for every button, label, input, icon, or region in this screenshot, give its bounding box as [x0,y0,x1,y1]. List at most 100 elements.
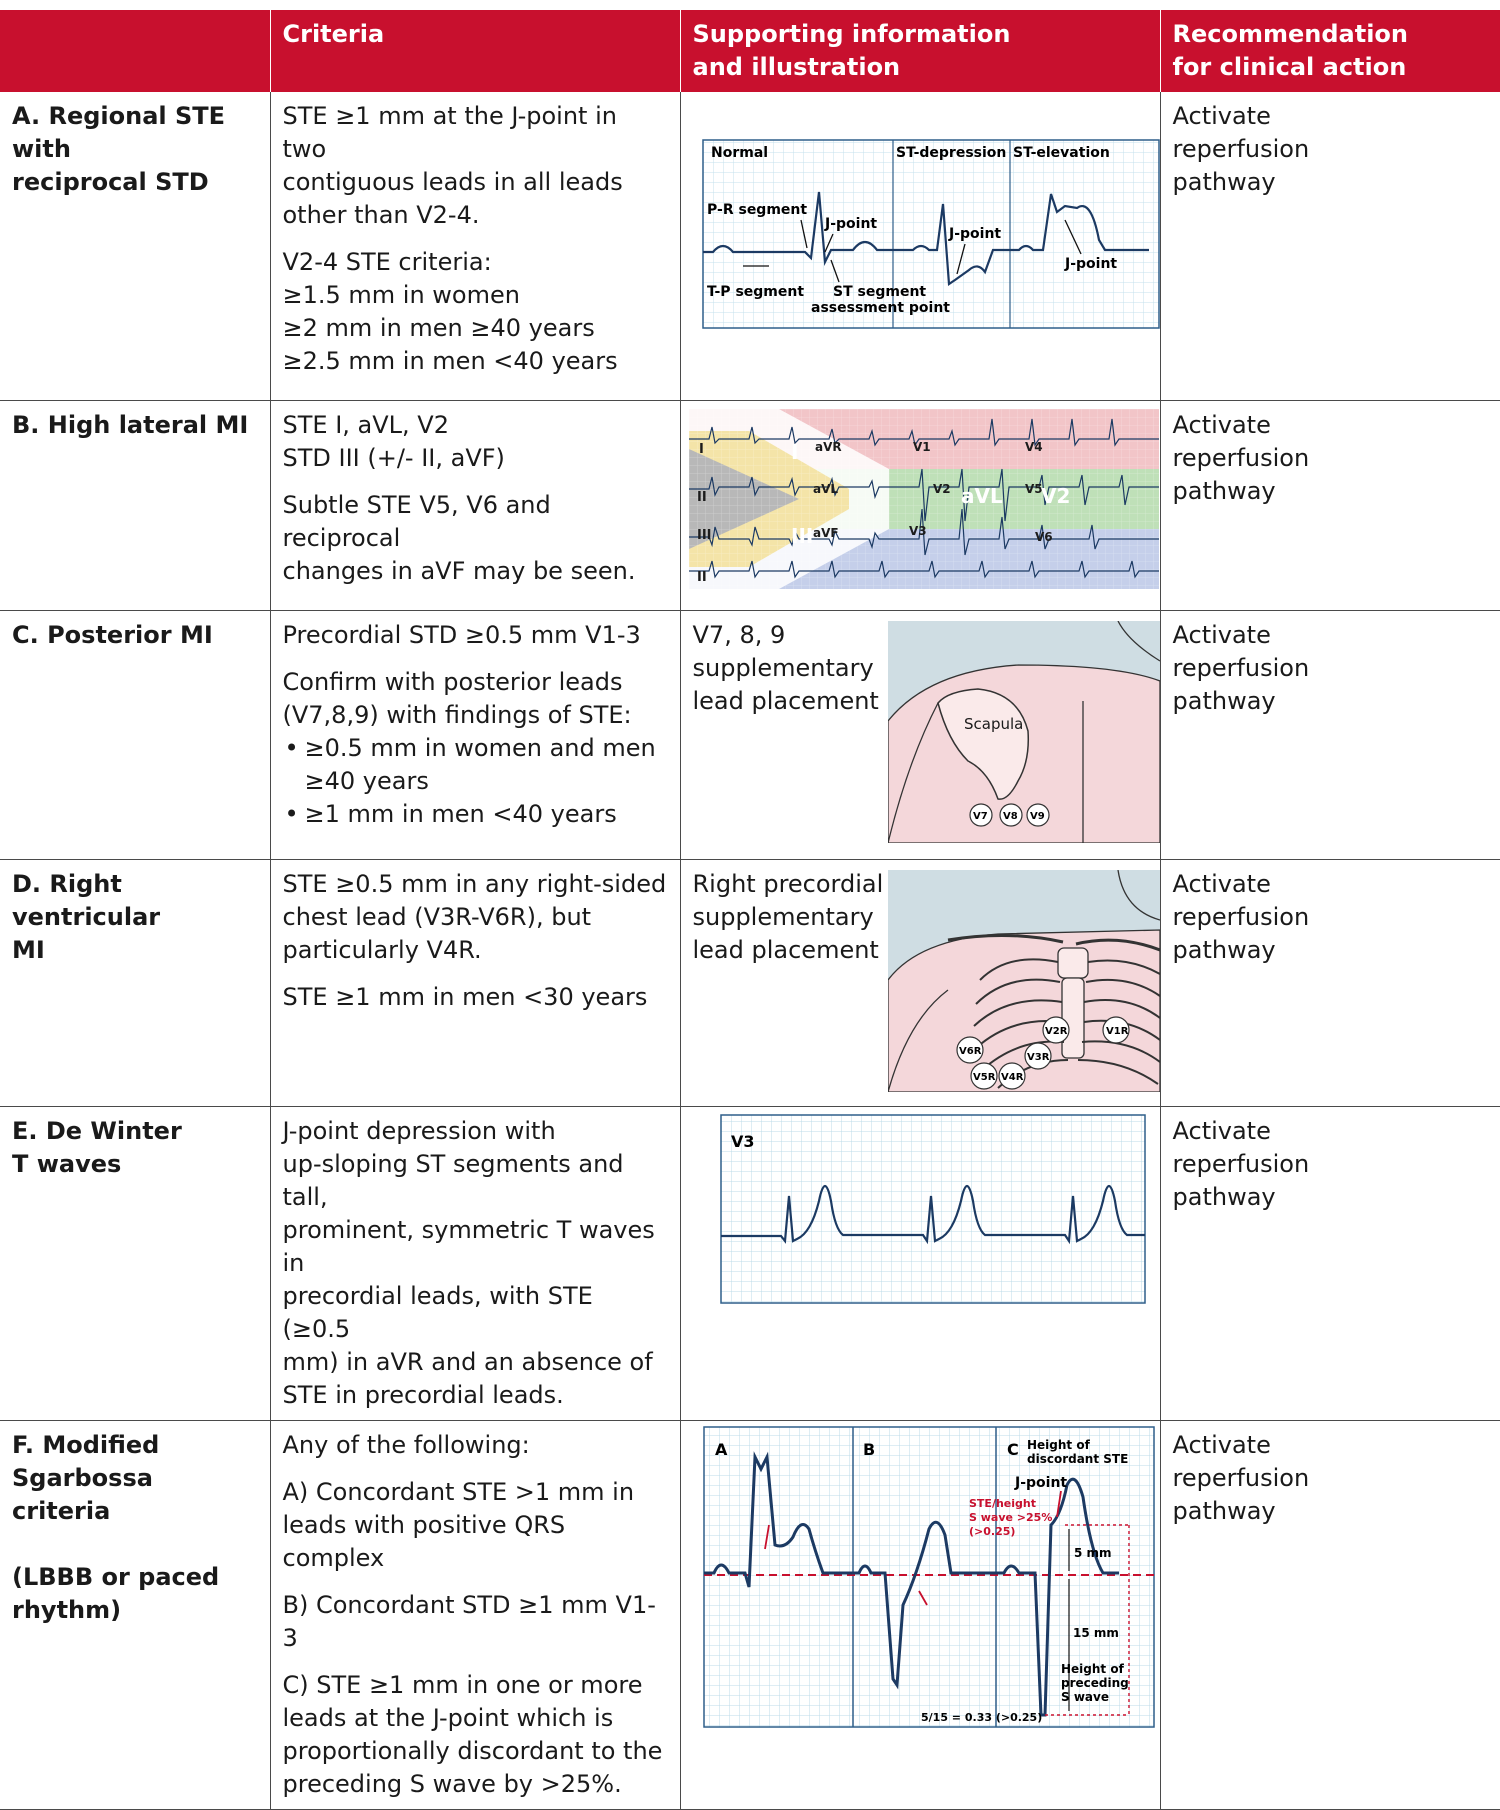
label-height-discordant-1: Height of [1027,1438,1091,1452]
lead-label-V5: V5 [1025,482,1043,496]
recommendation-line: pathway [1172,936,1276,964]
criteria-paragraph: STE ≥0.5 mm in any right-sided chest lea… [283,868,668,967]
criteria-paragraph: C) STE ≥1 mm in one or more leads at the… [283,1669,668,1801]
lead-label-III: III [697,528,712,543]
criteria-paragraph: STE ≥1 mm in men <30 years [283,981,668,1014]
criteria-line: prominent, symmetric T waves in [282,1216,655,1277]
caption-line: V7, 8, 9 [692,621,786,649]
label-pr-segment: P-R segment [707,202,807,218]
caption-line: lead placement [692,687,879,715]
label-height-preceding-1: Height of [1061,1662,1125,1676]
row-f-name-line: (LBBB or paced [12,1563,220,1591]
criteria-line: ≥2.5 mm in men <40 years [282,347,618,375]
label-tp-segment: T-P segment [707,284,804,300]
row-e-name-line: E. De Winter [12,1117,182,1145]
ecg-trace [720,1184,1145,1245]
label-jpoint-2: J-point [948,226,1001,242]
row-d-figure-cell: Right precordial supplementary lead plac… [679,859,1160,1107]
header-recommendation: Recommendation for clinical action [1159,10,1500,92]
label-jpoint-1: J-point [824,216,877,232]
lead-label-aVR: aVR [815,440,842,454]
criteria-line: Subtle STE V5, V6 and reciprocal [282,491,551,552]
label-normal: Normal [711,145,768,161]
recommendation-line: Activate [1172,1117,1271,1145]
recommendation-line: reperfusion [1172,1150,1310,1178]
criteria-line: leads with positive QRS complex [282,1511,566,1572]
criteria-line: contiguous leads in all leads [282,168,623,196]
recommendation-line: Activate [1172,870,1271,898]
criteria-line: B) Concordant STD ≥1 mm V1-3 [282,1591,656,1652]
recommendation-line: pathway [1172,1497,1276,1525]
caption-line: lead placement [692,936,879,964]
row-c: C. Posterior MI Precordial STD ≥0.5 mm V… [0,610,1500,860]
electrode-label-v5r: V5R [973,1072,996,1083]
row-f-name-line: Sgarbossa criteria [12,1464,153,1525]
header-supporting: Supporting information and illustration [679,10,1160,92]
criteria-line: leads at the J-point which is [282,1704,614,1732]
header-supporting-line1: Supporting information [692,20,1011,48]
criteria-line: preceding S wave by >25%. [282,1770,622,1798]
label-5mm: 5 mm [1074,1546,1112,1560]
electrode-label-v3r: V3R [1027,1052,1050,1063]
criteria-line: Precordial STD ≥0.5 mm V1-3 [282,621,641,649]
sgarbossa-ecg-illustration: A B C Height of discordant STE J-point S… [702,1426,1155,1728]
label-st-assess-1: ST segment [833,284,926,300]
row-f-name-line: F. Modified [12,1431,160,1459]
recommendation-line: pathway [1172,1183,1276,1211]
electrode-v9 [1025,803,1050,827]
recommendation-line: pathway [1172,687,1276,715]
criteria-paragraph: V2-4 STE criteria: ≥1.5 mm in women ≥2 m… [283,246,668,378]
recommendation-line: pathway [1172,477,1276,505]
label-scapula: Scapula [964,715,1023,733]
row-a-name-line: reciprocal STD [12,168,209,196]
caption-line: supplementary [692,903,874,931]
caption-line: supplementary [692,654,874,682]
flag-label-I: I [791,440,798,464]
header-recommendation-line2: for clinical action [1172,53,1407,81]
ecg-trace-row2 [688,468,1159,522]
criteria-line: precordial leads, with STE (≥0.5 [282,1282,593,1343]
criteria-paragraph: Confirm with posterior leads (V7,8,9) wi… [283,666,668,732]
electrode-v8 [998,803,1023,827]
recommendation-line: Activate [1172,411,1271,439]
criteria-line: ≥1.5 mm in women [282,281,520,309]
criteria-paragraph: A) Concordant STE >1 mm in leads with po… [283,1476,668,1575]
electrode-label-v4r: V4R [1001,1072,1024,1083]
row-d-recommendation: Activate reperfusion pathway [1159,859,1500,1107]
recommendation-line: pathway [1172,168,1276,196]
row-b: B. High lateral MI STE I, aVL, V2 STD II… [0,400,1500,611]
sternum [1060,977,1085,1059]
row-d-name: D. Right ventricular MI [0,859,270,1107]
criteria-paragraph: STE ≥1 mm at the J-point in two contiguo… [283,100,668,232]
lead-label-V4: V4 [1025,440,1043,454]
criteria-paragraph: Precordial STD ≥0.5 mm V1-3 [283,619,668,652]
panel-label-b: B [863,1440,875,1459]
flag-label-V2: V2 [1041,484,1070,508]
criteria-line: ≥40 years [304,767,429,795]
electrode-label-v8: V8 [1003,811,1018,822]
st-assess-arrow [829,259,840,283]
electrode-v1r [1101,1016,1130,1044]
electrode-v4r [997,1062,1026,1090]
criteria-paragraph: STE I, aVL, V2 STD III (+/- II, aVF) [283,409,668,475]
row-d: D. Right ventricular MI STE ≥0.5 mm in a… [0,859,1500,1107]
criteria-line: other than V2-4. [282,201,480,229]
row-d-name-line: MI [12,936,45,964]
ecg-trace-row1 [688,418,1159,447]
lead-label-I: I [699,442,704,457]
label-ratio-2: S wave >25% [969,1511,1052,1524]
criteria-paragraph: Subtle STE V5, V6 and reciprocal changes… [283,489,668,588]
row-e-recommendation: Activate reperfusion pathway [1159,1106,1500,1421]
header-recommendation-line1: Recommendation [1172,20,1409,48]
recommendation-line: reperfusion [1172,135,1310,163]
ecg-trace-row3 [688,508,1159,556]
ecg-trace [703,1451,1119,1717]
row-f: F. Modified Sgarbossa criteria (LBBB or … [0,1420,1500,1810]
electrode-label-v7: V7 [973,811,988,822]
recommendation-line: reperfusion [1172,903,1310,931]
criteria-line: STE I, aVL, V2 [282,411,449,439]
criteria-line: particularly V4R. [282,936,482,964]
row-e: E. De Winter T waves J-point depression … [0,1106,1500,1421]
criteria-paragraph: J-point depression with up-sloping ST se… [283,1115,668,1412]
criteria-line: STD III (+/- II, aVF) [282,444,505,472]
